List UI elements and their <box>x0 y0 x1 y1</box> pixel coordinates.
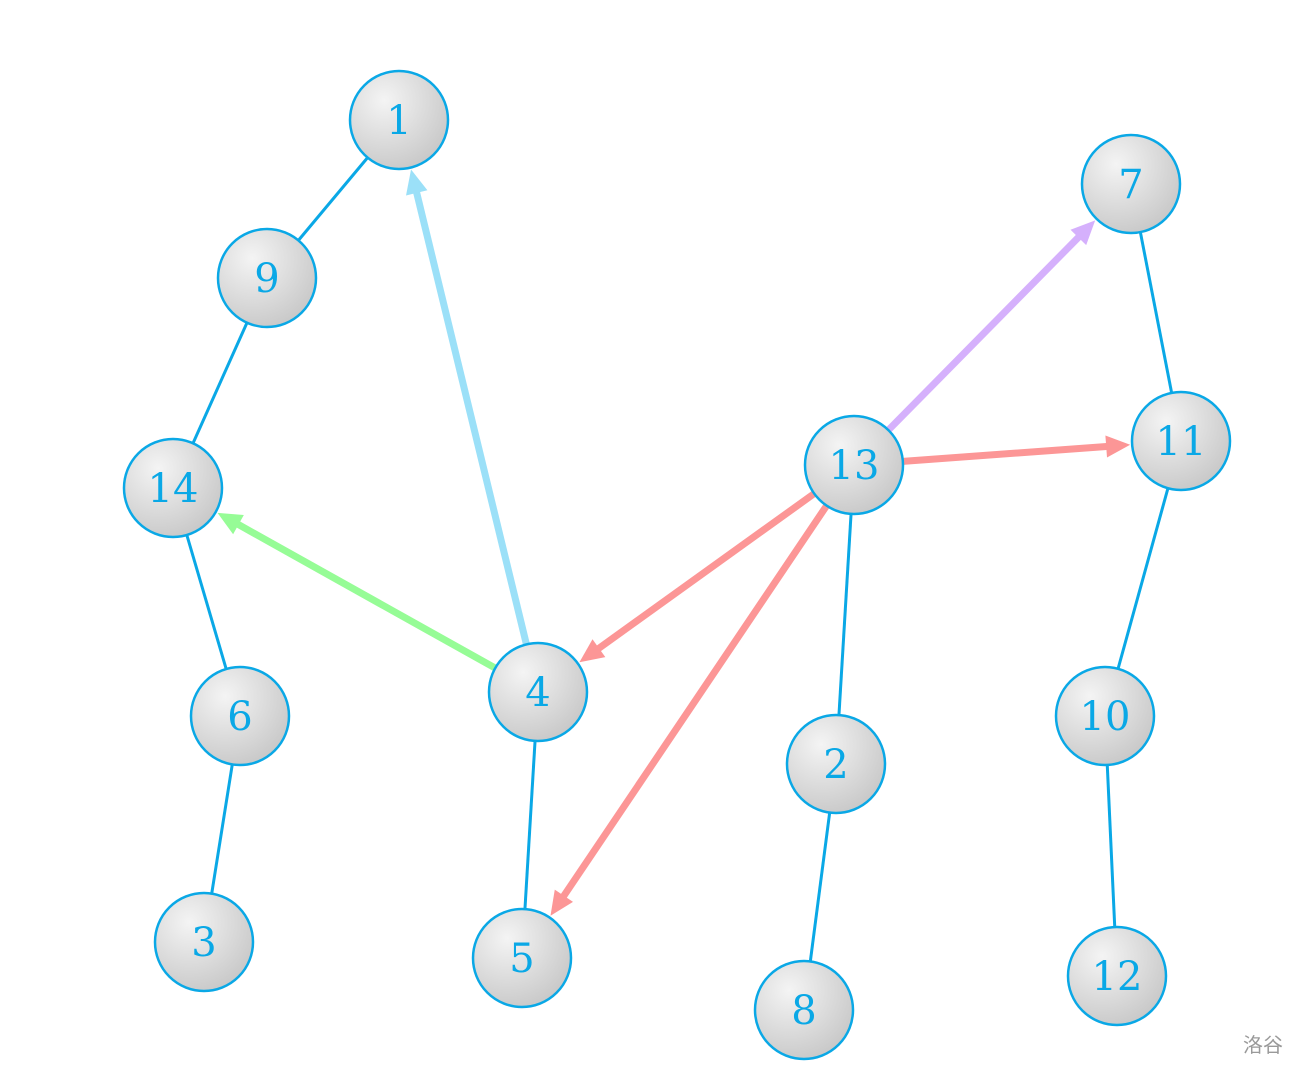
node-label: 6 <box>227 694 252 740</box>
tree-edge-6-3 <box>210 764 234 894</box>
node-circle <box>189 665 291 767</box>
node-circle <box>471 907 573 1009</box>
node-circle <box>1054 665 1156 767</box>
tree-edge-11-10 <box>1116 487 1170 670</box>
arrow-13-to-4 <box>579 490 817 663</box>
node-label: 4 <box>525 670 550 716</box>
node-circle <box>487 641 589 743</box>
node-label: 1 <box>386 98 411 144</box>
node-circle <box>1066 925 1168 1027</box>
node-label: 9 <box>254 256 279 302</box>
node-label: 8 <box>791 988 816 1034</box>
tree-edge-13-2 <box>837 513 853 716</box>
node-14: 14 <box>122 437 224 539</box>
tree-edge-14-6 <box>185 534 228 670</box>
node-5: 5 <box>471 907 573 1009</box>
node-label: 13 <box>829 443 880 489</box>
arrow-13-to-11 <box>902 435 1131 465</box>
node-label: 11 <box>1156 419 1207 465</box>
node-label: 5 <box>509 936 534 982</box>
node-3: 3 <box>153 891 255 993</box>
tree-edge-4-5 <box>523 740 537 910</box>
node-circle <box>1130 390 1232 492</box>
node-circle <box>122 437 224 539</box>
node-label: 3 <box>191 920 216 966</box>
node-circle <box>785 713 887 815</box>
tree-edges <box>185 156 1174 962</box>
tree-edge-10-12 <box>1105 764 1117 928</box>
tree-edge-9-14 <box>191 322 249 444</box>
node-label: 7 <box>1118 162 1143 208</box>
node-circle <box>803 414 905 516</box>
node-10: 10 <box>1054 665 1156 767</box>
arrow-13-to-5 <box>550 503 830 916</box>
node-circle <box>216 227 318 329</box>
node-6: 6 <box>189 665 291 767</box>
node-circle <box>1080 133 1182 235</box>
node-7: 7 <box>1080 133 1182 235</box>
directed-arrows <box>217 169 1131 916</box>
node-12: 12 <box>1066 925 1168 1027</box>
node-circle <box>153 891 255 993</box>
tree-edge-7-11 <box>1138 231 1174 394</box>
node-circle <box>348 69 450 171</box>
watermark: 洛谷 <box>1243 1033 1283 1057</box>
node-label: 12 <box>1092 954 1143 1000</box>
tree-edge-1-9 <box>297 156 369 242</box>
node-label: 2 <box>823 742 848 788</box>
node-11: 11 <box>1130 390 1232 492</box>
node-label: 14 <box>148 466 199 512</box>
node-9: 9 <box>216 227 318 329</box>
arrow-13-to-7 <box>885 220 1096 433</box>
arrow-4-to-1 <box>406 169 530 646</box>
node-label: 10 <box>1080 694 1131 740</box>
node-2: 2 <box>785 713 887 815</box>
node-8: 8 <box>753 959 855 1061</box>
node-circle <box>753 959 855 1061</box>
node-13: 13 <box>803 414 905 516</box>
arrow-4-to-14 <box>217 512 497 672</box>
node-1: 1 <box>348 69 450 171</box>
tree-edge-2-8 <box>808 812 832 962</box>
node-4: 4 <box>487 641 589 743</box>
nodes: 1 9 14 6 3 4 5 13 2 8 7 11 10 12 <box>122 69 1232 1061</box>
